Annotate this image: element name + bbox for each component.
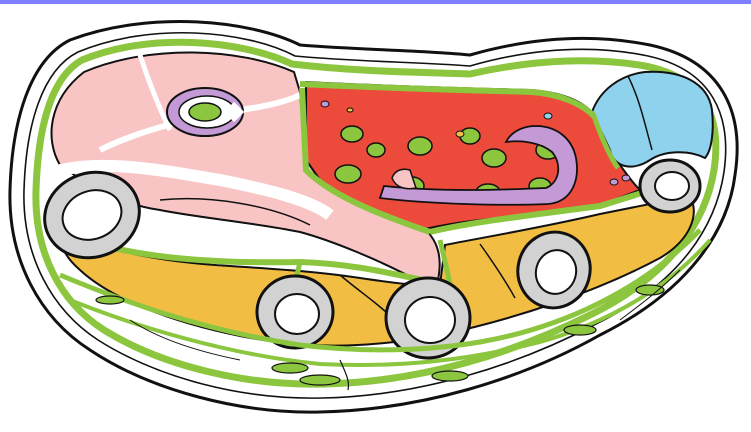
- dot-2: [347, 108, 353, 112]
- dot-3: [456, 131, 464, 137]
- bundle-5: [482, 149, 506, 167]
- lower-bundle-2: [300, 375, 340, 385]
- dot-5: [610, 179, 618, 185]
- lower-bundle-6: [96, 296, 124, 304]
- dot-1: [321, 101, 329, 107]
- bundle-1: [341, 126, 363, 142]
- dot-6: [622, 175, 630, 181]
- lower-bundle-1: [272, 363, 308, 373]
- lower-bundle-3: [432, 371, 468, 381]
- bone-right: [640, 160, 700, 212]
- nerve-green-core: [189, 103, 221, 121]
- lower-bundle-4: [564, 325, 596, 335]
- dot-4: [544, 113, 552, 119]
- bundle-7: [335, 165, 361, 183]
- lower-bundle-5: [636, 285, 664, 295]
- bundle-3: [408, 137, 432, 155]
- bundle-2: [367, 143, 385, 157]
